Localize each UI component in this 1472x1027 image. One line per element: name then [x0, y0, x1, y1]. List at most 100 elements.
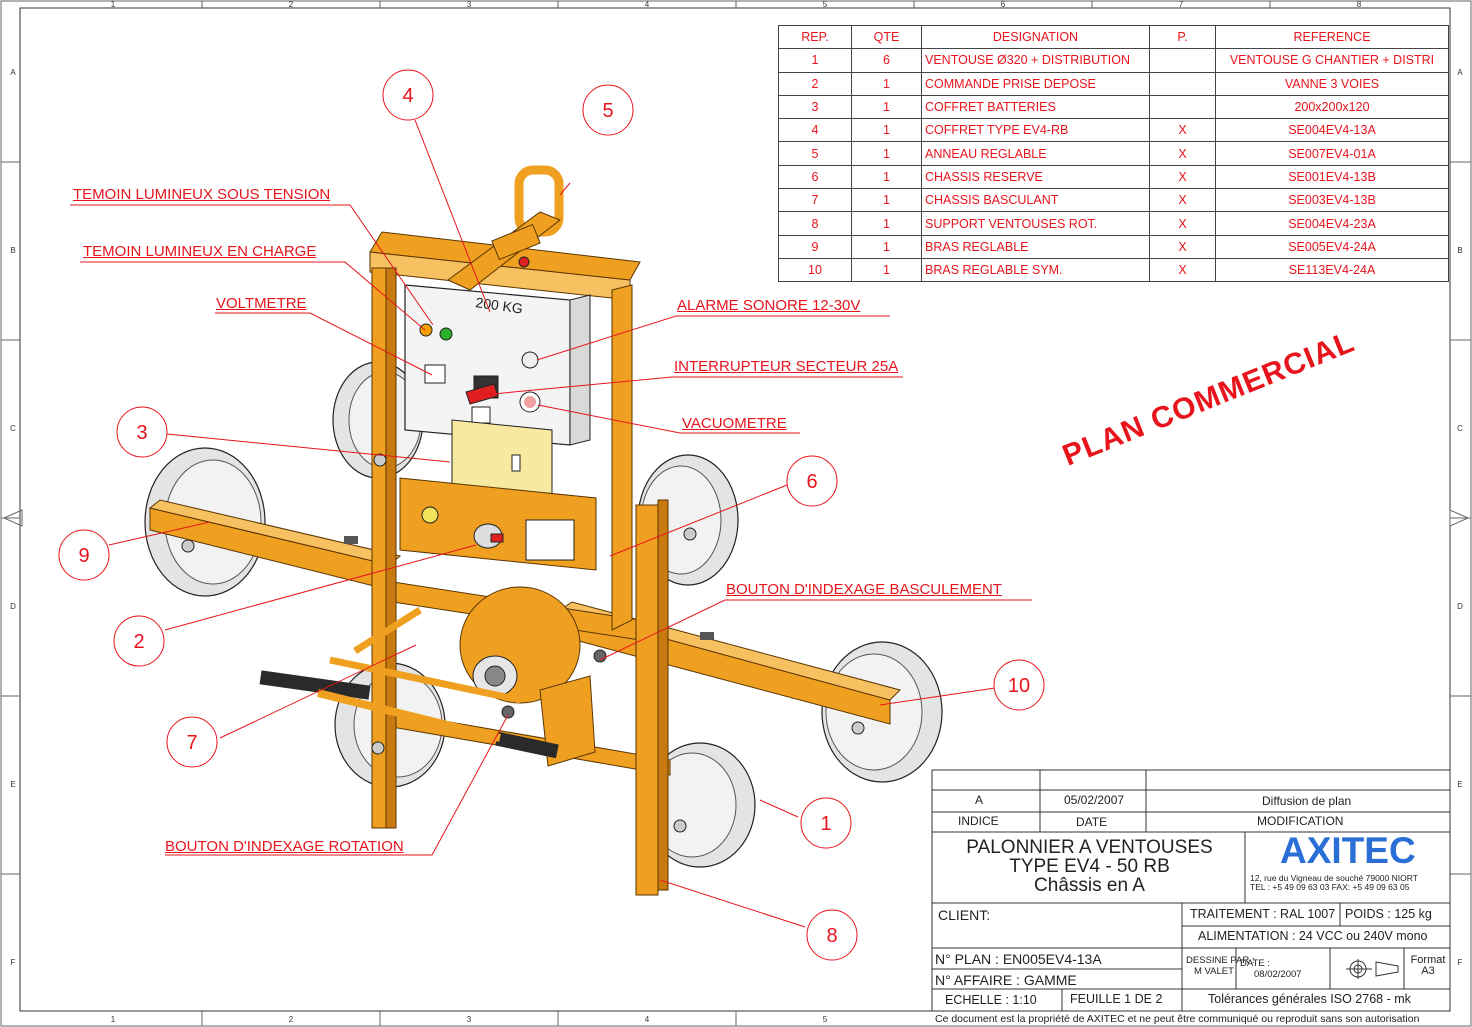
bubble-2: 2 [113, 615, 165, 667]
cell-p: X [1149, 257, 1216, 283]
drawing-date: DATE : 08/02/2007 [1240, 958, 1302, 980]
col-rep: REP. [778, 24, 852, 50]
revision-index: A [975, 793, 984, 807]
revision-modification: Diffusion de plan [1262, 794, 1352, 808]
cell-rep: 2 [778, 71, 852, 96]
indice-label: INDICE [958, 814, 999, 828]
svg-text:3: 3 [136, 422, 147, 444]
bubble-4: 4 [382, 69, 434, 121]
svg-text:2: 2 [133, 631, 144, 653]
col-qte: QTE [851, 24, 922, 50]
control-valve [490, 533, 504, 543]
cell-qte: 1 [851, 257, 922, 283]
grid-column-label: 3 [467, 0, 472, 9]
grid-row-label: E [10, 780, 15, 789]
grid-row-label: D [1457, 602, 1463, 611]
cell-qte: 1 [851, 141, 922, 166]
cell-reference: VENTOUSE G CHANTIER + DISTRI [1215, 48, 1449, 73]
cell-p [1149, 48, 1216, 73]
grid-row-label: A [10, 68, 16, 77]
grid-column-label: 4 [645, 0, 650, 9]
svg-text:5: 5 [602, 100, 613, 122]
cell-rep: 3 [778, 94, 852, 120]
surface-treatment: TRAITEMENT : RAL 1007 [1190, 907, 1336, 921]
bubble-3: 3 [116, 406, 168, 458]
col-reference: REFERENCE [1215, 24, 1449, 50]
cell-qte: 1 [851, 211, 922, 236]
center-mark-left [2, 509, 23, 527]
grid-row-label: A [1457, 68, 1463, 77]
cell-designation: COFFRET BATTERIES [921, 94, 1150, 120]
cell-rep: 10 [778, 257, 852, 283]
cell-designation: VENTOUSE Ø320 + DISTRIBUTION [921, 48, 1150, 73]
bubble-8: 8 [806, 909, 858, 961]
title-block-frame [931, 769, 1451, 1012]
grid-row-label: D [10, 602, 16, 611]
drawn-by: DESSINE PAR : M VALET [1186, 955, 1254, 977]
cell-designation: COMMANDE PRISE DEPOSE [921, 71, 1150, 96]
cell-qte: 1 [851, 164, 922, 190]
confidentiality-note: Ce document est la propriété de AXITEC e… [935, 1013, 1420, 1025]
cell-designation: CHASSIS BASCULANT [921, 188, 1150, 213]
bubble-9: 9 [58, 529, 110, 581]
cell-reference: SE007EV4-01A [1215, 141, 1449, 166]
bubble-5: 5 [582, 84, 634, 136]
grid-column-label: 2 [289, 0, 294, 9]
svg-text:10: 10 [1008, 675, 1030, 697]
grid-column-label: 1 [111, 1015, 116, 1024]
grid-column-label: 6 [1001, 0, 1006, 9]
client-label: CLIENT: [938, 907, 991, 923]
suction-cup [644, 742, 756, 868]
drawing-title: PALONNIER A VENTOUSES TYPE EV4 - 50 RB C… [937, 838, 1242, 895]
col-p: P. [1149, 24, 1216, 50]
scale: ECHELLE : 1:10 [945, 993, 1037, 1007]
job-number: N° AFFAIRE : GAMME [935, 972, 1077, 988]
voltmeter-dial [424, 364, 446, 384]
projection-symbol-icon [1346, 959, 1399, 979]
cell-qte: 1 [851, 234, 922, 259]
title-line-3: Châssis en A [1034, 875, 1145, 896]
cell-designation: COFFRET TYPE EV4-RB [921, 118, 1150, 143]
cell-reference: SE003EV4-13B [1215, 188, 1449, 213]
company-address: 12, rue du Vigneau de souché 79000 NIORT… [1250, 874, 1418, 892]
bubble-6: 6 [786, 455, 838, 507]
bubble-7: 7 [166, 716, 218, 768]
grid-column-label: 4 [645, 1015, 650, 1024]
drawn-by-label: DESSINE PAR : [1186, 955, 1255, 966]
bubble-10: 10 [993, 659, 1045, 711]
cell-qte: 1 [851, 94, 922, 120]
cell-rep: 7 [778, 188, 852, 213]
cell-rep: 9 [778, 234, 852, 259]
support-front [635, 504, 659, 896]
grid-row-label: F [1458, 958, 1463, 967]
revision-date: 05/02/2007 [1064, 793, 1125, 807]
cell-qte: 1 [851, 118, 922, 143]
cell-qte: 1 [851, 188, 922, 213]
company-logo: AXITEC [1280, 830, 1416, 871]
label-alarm: ALARME SONORE 12-30V [677, 297, 861, 314]
sheet-format: Format A3 [1408, 955, 1448, 977]
vacuum-lifter-drawing: 200 KG [144, 165, 943, 896]
label-power-light: TEMOIN LUMINEUX SOUS TENSION [73, 186, 331, 203]
cell-designation: BRAS REGLABLE SYM. [921, 257, 1150, 283]
svg-text:1: 1 [820, 813, 831, 835]
title-line-2: TYPE EV4 - 50 RB [1009, 856, 1170, 877]
center-mark-right [1449, 509, 1470, 527]
table-header-row: REP. QTE DESIGNATION P. REFERENCE [778, 24, 1449, 50]
drawing-date-value: 08/02/2007 [1254, 969, 1302, 980]
cell-reference: SE004EV4-13A [1215, 118, 1449, 143]
cell-p [1149, 71, 1216, 96]
title-line-1: PALONNIER A VENTOUSES [966, 837, 1213, 858]
cell-rep: 5 [778, 141, 852, 166]
cell-p: X [1149, 118, 1216, 143]
cell-p: X [1149, 141, 1216, 166]
label-vacuum-gauge: VACUOMETRE [682, 415, 787, 432]
label-charge-light: TEMOIN LUMINEUX EN CHARGE [83, 243, 317, 260]
cell-rep: 8 [778, 211, 852, 236]
handle-left [259, 670, 371, 700]
